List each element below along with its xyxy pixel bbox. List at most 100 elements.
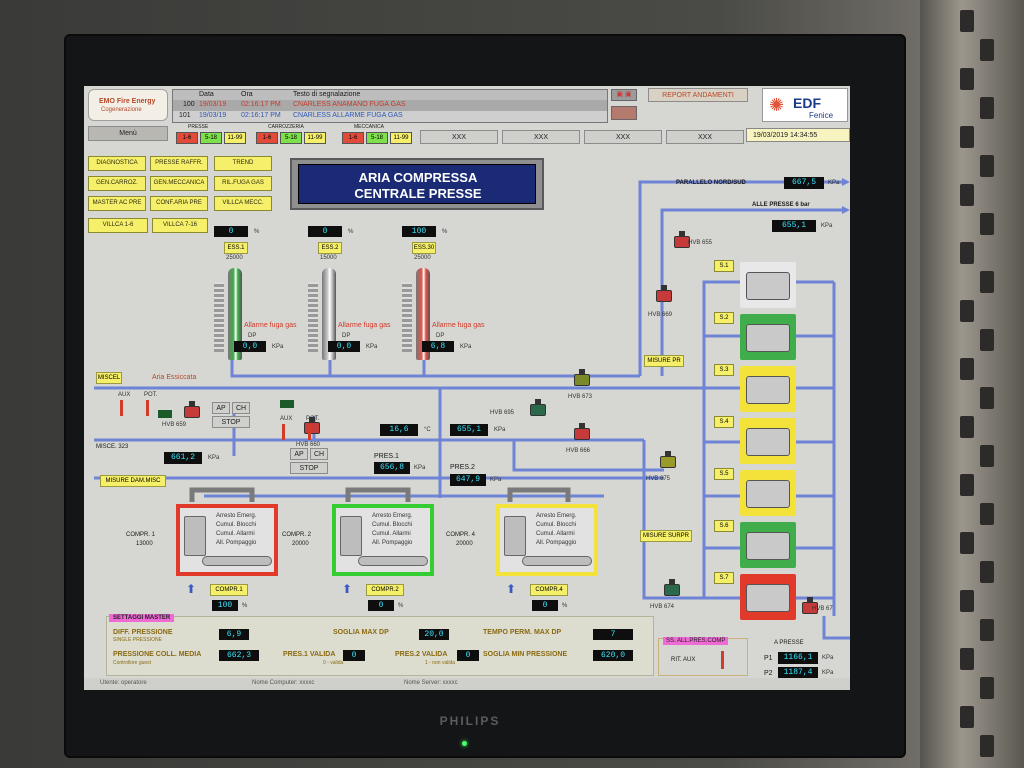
- nav-button[interactable]: VILLCA 1-6: [88, 218, 148, 233]
- stage-unit[interactable]: S.2: [714, 312, 796, 360]
- table-row[interactable]: 101 19/03/19 02:16:17 PM CNARLESS ALLARM…: [173, 111, 607, 122]
- p2v-value[interactable]: 0: [457, 650, 479, 661]
- valve-label: HVB 67: [812, 606, 833, 612]
- pct-unit: %: [442, 229, 448, 235]
- status-cell[interactable]: 11-99: [304, 132, 326, 144]
- rack-slot: [980, 329, 994, 351]
- valve-icon[interactable]: [530, 404, 546, 416]
- valve-icon[interactable]: [304, 422, 320, 434]
- valve-label: HVB 659: [162, 422, 187, 428]
- compressor-pct: 0: [368, 600, 394, 611]
- status-cell[interactable]: 11-99: [224, 132, 246, 144]
- nav-button[interactable]: TREND: [214, 156, 272, 171]
- dryer-pct: 0: [214, 226, 248, 237]
- misure-pr-tag[interactable]: MISURE PR: [644, 355, 684, 367]
- stage-unit[interactable]: S.6: [714, 520, 796, 568]
- stage-unit[interactable]: S.3: [714, 364, 796, 412]
- tempo-value[interactable]: 7: [593, 629, 633, 640]
- p1-label: P1: [764, 655, 773, 662]
- nav-button[interactable]: CONF.ARIA PRE: [150, 196, 208, 211]
- dryer-name[interactable]: ESS.2: [318, 242, 342, 254]
- valve-label: HVB 660: [296, 442, 321, 448]
- stage-label: S.1: [714, 260, 734, 272]
- stop-button[interactable]: STOP: [212, 416, 250, 428]
- report-button[interactable]: REPORT ANDAMENTI: [648, 88, 748, 102]
- table-row[interactable]: 100 19/03/19 02:16:17 PM CNARLESS ANAMAN…: [173, 100, 607, 111]
- nav-button[interactable]: GEN.MECCANICA: [150, 176, 208, 191]
- alarm-table[interactable]: Data Ora Testo di segnalazione 100 19/03…: [172, 89, 608, 123]
- valve-icon[interactable]: [656, 290, 672, 302]
- stage-unit[interactable]: S.4: [714, 416, 796, 464]
- valve-icon[interactable]: [664, 584, 680, 596]
- nav-button[interactable]: GEN.CARROZ.: [88, 176, 146, 191]
- miscel-tag[interactable]: MISCEL: [96, 372, 122, 384]
- xxx-button[interactable]: XXX: [502, 130, 580, 144]
- status-cell[interactable]: 5-18: [200, 132, 222, 144]
- dryer-name[interactable]: ESS.1: [224, 242, 248, 254]
- p1v-value[interactable]: 0: [343, 650, 365, 661]
- dryer-column[interactable]: [416, 268, 430, 360]
- stage-compressor-icon: [746, 532, 790, 560]
- dryer-column[interactable]: [228, 268, 242, 360]
- compressor-button[interactable]: COMPR.1: [210, 584, 248, 596]
- stage-compressor-icon: [746, 480, 790, 508]
- ap-button[interactable]: AP: [212, 402, 230, 414]
- valve-icon[interactable]: [802, 602, 818, 614]
- dryer-name[interactable]: ESS.30: [412, 242, 436, 254]
- misure-dam-tag[interactable]: MISURE DAM.MISC: [100, 475, 166, 487]
- compressor-button[interactable]: COMPR.4: [530, 584, 568, 596]
- dryer-pct: 100: [402, 226, 436, 237]
- sogma-value[interactable]: 20,0: [419, 629, 449, 640]
- pot-label: POT.: [144, 392, 158, 398]
- xxx-button[interactable]: XXX: [666, 130, 744, 144]
- title-line1: ARIA COMPRESSA: [358, 170, 478, 185]
- status-cell[interactable]: 1-6: [256, 132, 278, 144]
- menu-button[interactable]: Menù: [88, 126, 168, 141]
- valve-icon[interactable]: [184, 406, 200, 418]
- kpa-unit: KPa: [272, 344, 284, 350]
- status-cell[interactable]: 5-18: [280, 132, 302, 144]
- status-cell[interactable]: 1-6: [342, 132, 364, 144]
- aux-status-icon: [280, 400, 294, 408]
- diff-value[interactable]: 6,9: [219, 629, 249, 640]
- status-cell[interactable]: 1-6: [176, 132, 198, 144]
- xxx-button[interactable]: XXX: [420, 130, 498, 144]
- ch-button[interactable]: CH: [232, 402, 250, 414]
- pres1-value: 656,8: [374, 462, 410, 474]
- stop-button[interactable]: STOP: [290, 462, 328, 474]
- col-data: Data: [199, 91, 214, 98]
- coll-value[interactable]: 662,3: [219, 650, 259, 661]
- status-cell[interactable]: 5-18: [366, 132, 388, 144]
- nav-button[interactable]: VILLCA 7-16: [152, 218, 208, 233]
- nav-button[interactable]: RIL.FUGA GAS: [214, 176, 272, 191]
- xxx-button[interactable]: XXX: [584, 130, 662, 144]
- nav-button[interactable]: PRESSE RAFFR.: [150, 156, 208, 171]
- nav-button[interactable]: DIAGNOSTICA: [88, 156, 146, 171]
- status-cell[interactable]: 11-99: [390, 132, 412, 144]
- parallel-label: PARALLELO NORD/SUD: [676, 180, 746, 186]
- stage-unit[interactable]: S.1: [714, 260, 796, 308]
- misure-surpr-tag[interactable]: MISURE SURPR: [640, 530, 692, 542]
- ap-button[interactable]: AP: [290, 448, 308, 460]
- compressor-button[interactable]: COMPR.2: [366, 584, 404, 596]
- sez-sub: RIT. AUX: [671, 657, 696, 663]
- valve-icon[interactable]: [660, 456, 676, 468]
- compressor-motor-icon: [340, 516, 362, 556]
- sogmin-value[interactable]: 620,0: [593, 650, 633, 661]
- rack-slot: [960, 184, 974, 206]
- stage-unit[interactable]: S.5: [714, 468, 796, 516]
- stage-unit[interactable]: S.7: [714, 572, 796, 620]
- ack-button[interactable]: [611, 106, 637, 120]
- edf-text: EDF: [793, 95, 821, 111]
- nav-button[interactable]: VILLCA MECC.: [214, 196, 272, 211]
- table-scroll-icon[interactable]: ▣ ▣: [611, 89, 637, 101]
- nav-button[interactable]: MASTER AC PRE: [88, 196, 146, 211]
- dryer-column[interactable]: [322, 268, 336, 360]
- valve-icon[interactable]: [574, 428, 590, 440]
- valve-icon[interactable]: [574, 374, 590, 386]
- ch-button[interactable]: CH: [310, 448, 328, 460]
- valve-icon[interactable]: [674, 236, 690, 248]
